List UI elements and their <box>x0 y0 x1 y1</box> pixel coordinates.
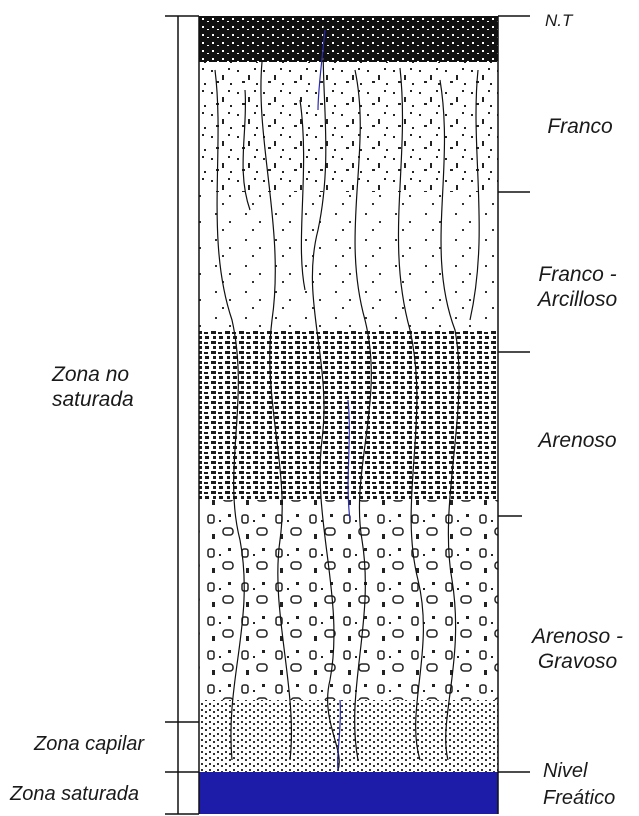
left-bracket <box>165 16 199 814</box>
clay-loam-label: Franco - Arcilloso <box>520 262 635 312</box>
water-table-label: Nivel Freático <box>543 758 615 812</box>
loam-label: Franco <box>525 114 635 139</box>
loam-layer <box>199 62 498 192</box>
saturated-zone-label: Zona saturada <box>10 782 139 807</box>
clay-loam-layer <box>199 192 498 330</box>
unsaturated-zone-label: Zona no saturada <box>52 362 134 412</box>
sandy-label: Arenoso <box>520 428 635 453</box>
gravelly-label: Arenoso - Gravoso <box>520 624 635 674</box>
capillary-layer <box>199 700 498 772</box>
capillary-zone-label: Zona capilar <box>34 732 144 757</box>
saturated-layer <box>199 772 498 814</box>
topsoil-layer <box>199 16 498 62</box>
surface-label: N.T <box>545 8 572 33</box>
